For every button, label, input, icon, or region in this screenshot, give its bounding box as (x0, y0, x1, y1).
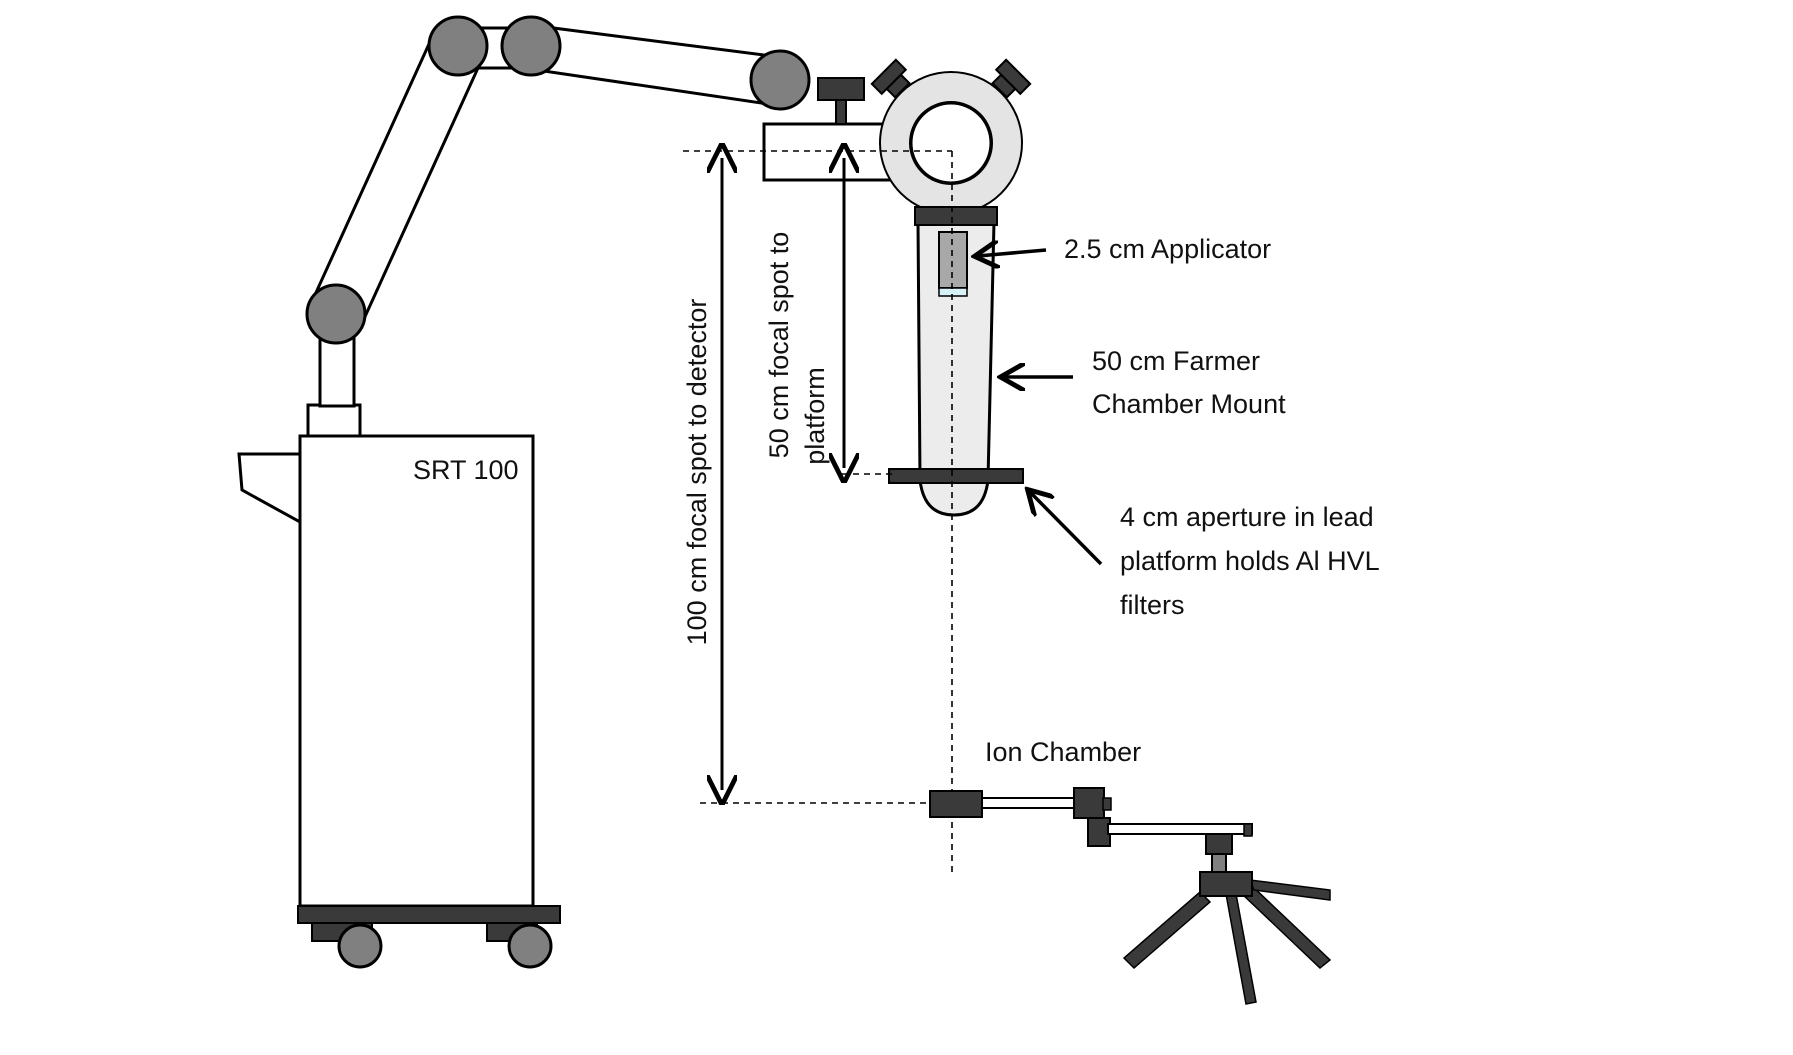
cart-cabinet (298, 434, 535, 908)
ion-chamber-label: Ion Chamber (985, 737, 1141, 767)
clamp-nub (1102, 797, 1112, 811)
ion-chamber-rod (981, 797, 1075, 809)
dimension-label-platform-line1: 50 cm focal spot to (764, 232, 794, 459)
arm-joint-lower (305, 283, 367, 345)
articulated-arm (305, 15, 811, 408)
ion-chamber-assembly: Ion Chamber (929, 737, 1332, 1005)
applicator-label: 2.5 cm Applicator (1064, 234, 1271, 264)
aperture-label-line3: filters (1120, 590, 1185, 620)
applicator-tip (938, 287, 968, 297)
ring-knob-right (991, 58, 1032, 99)
arm-segment-upper (528, 23, 789, 108)
bracket-vertical (1087, 817, 1111, 847)
bracket-end (1243, 823, 1253, 837)
cart-neck (306, 403, 362, 438)
callout-arrow-applicator (978, 250, 1047, 256)
callout-applicator: 2.5 cm Applicator (978, 234, 1271, 264)
arm-joint-top-right (500, 15, 562, 77)
dimension-platform: 50 cm focal spot to platform (764, 158, 844, 468)
dimension-detector: 100 cm focal spot to detector (682, 158, 722, 790)
cart-wheel-left (337, 923, 383, 969)
tripod-leg-left (1122, 890, 1212, 970)
cart-base-plate (297, 905, 561, 924)
lead-platform (888, 468, 1024, 484)
ring-knob-left (870, 58, 911, 99)
mount-top-collar (914, 206, 998, 226)
head-knob-stem (835, 99, 847, 125)
ion-chamber-clamp (1073, 787, 1105, 819)
dimension-label-detector: 100 cm focal spot to detector (682, 299, 712, 646)
mount-label-line1: 50 cm Farmer (1092, 346, 1260, 376)
cart-wheel-right (507, 923, 553, 969)
tripod-hub (1199, 871, 1253, 897)
head-knob-cap (817, 77, 865, 101)
aperture-label-line2: platform holds Al HVL (1120, 546, 1380, 576)
head-ring-inner (909, 101, 993, 185)
srt-100-unit: SRT 100 (237, 403, 561, 969)
head-mount-block (762, 122, 900, 182)
arm-joint-head (749, 49, 811, 111)
dimension-label-platform-line2: platform (800, 367, 830, 465)
farmer-chamber-mount (888, 206, 1024, 517)
aperture-label-line1: 4 cm aperture in lead (1120, 502, 1374, 532)
ion-chamber-head (929, 790, 983, 818)
callout-arrow-aperture (1030, 492, 1103, 566)
tripod-post-cap (1205, 833, 1233, 855)
callout-aperture: 4 cm aperture in lead platform holds Al … (1030, 492, 1380, 620)
side-tray (237, 452, 302, 525)
applicator-body (938, 231, 968, 289)
mount-cone (916, 220, 996, 517)
srt-label: SRT 100 (413, 455, 519, 485)
bracket-crossbar (1107, 823, 1253, 835)
callout-mount: 50 cm Farmer Chamber Mount (1004, 346, 1286, 419)
mount-label-line2: Chamber Mount (1092, 389, 1286, 419)
tripod-leg-middle (1225, 893, 1257, 1005)
arm-joint-top-left (427, 15, 489, 77)
head-ring-fill (881, 73, 1021, 213)
